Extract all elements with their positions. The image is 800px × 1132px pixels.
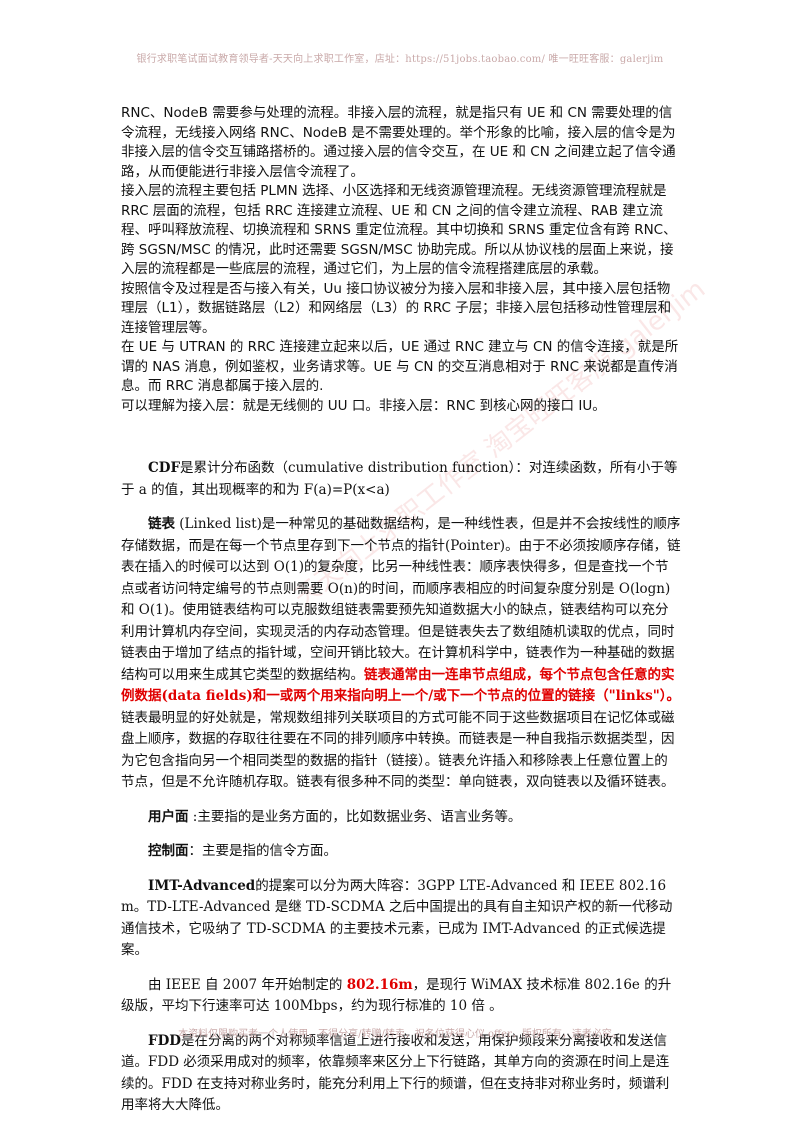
linked-list-highlight: 链表通常由一连串节点组成，每个节点包含任意的实例数据(data fields)和… — [121, 666, 680, 705]
linked-list-text-after: 链表最明显的好处就是，常规数组排列关联项目的方式可能不同于这些数据项目在记忆体或… — [121, 709, 675, 791]
ieee-paragraph: 由 IEEE 自 2007 年开始制定的 802.16m，是现行 WiMAX 技… — [121, 975, 681, 1018]
page-header: 银行求职笔试面试教育领导者-天天向上求职工作室，店址：https://51job… — [136, 54, 664, 65]
ieee-text-before: 由 IEEE 自 2007 年开始制定的 — [148, 976, 347, 993]
linked-list-term: 链表 — [148, 516, 175, 532]
paragraph: 在 UE 与 UTRAN 的 RRC 连接建立起来以后，UE 通过 RNC 建立… — [121, 339, 679, 394]
paragraph: 接入层的流程主要包括 PLMN 选择、小区选择和无线资源管理流程。无线资源管理流… — [121, 183, 677, 277]
user-plane-term: 用户面 — [148, 808, 189, 825]
ieee-highlight: 802.16m — [346, 976, 413, 993]
paragraph: 可以理解为接入层：就是无线侧的 UU 口。非接入层：RNC 到核心网的接口 IU… — [121, 397, 606, 414]
glossary-section: CDF是累计分布函数（cumulative distribution funct… — [121, 458, 681, 1117]
control-plane-paragraph: 控制面：主要是指的信令方面。 — [121, 841, 681, 863]
cdf-paragraph: CDF是累计分布函数（cumulative distribution funct… — [121, 458, 681, 501]
paragraph: 按照信令及过程是否与接入有关，Uu 接口协议被分为接入层和非接入层，其中接入层包… — [121, 280, 672, 336]
imt-text: 的提案可以分为两大阵容：3GPP LTE-Advanced 和 IEEE 802… — [121, 877, 673, 959]
control-plane-text: ：主要是指的信令方面。 — [188, 843, 338, 859]
page-footer: 本资料仅限购买者一个人使用，不得分享/转赠/转卖，祝各位获得心仪 offer，版… — [178, 1029, 622, 1040]
control-plane-term: 控制面 — [148, 843, 189, 859]
cdf-text: 是累计分布函数（cumulative distribution function… — [121, 460, 678, 498]
fdd-paragraph: FDD是在分离的两个对称频率信道上进行接收和发送，用保护频段来分离接收和发送信道… — [121, 1031, 681, 1117]
ieee-text-after: ，是现行 WiMAX 技术标准 802.16e 的升级版，平均下行速率可达 10… — [121, 976, 672, 1015]
access-layer-section: RNC、NodeB 需要参与处理的流程。非接入层的流程，就是指只有 UE 和 C… — [121, 104, 681, 416]
user-plane-paragraph: 用户面 :主要指的是业务方面的，比如数据业务、语言业务等。 — [121, 807, 681, 829]
linked-list-text-before: (Linked list)是一种常见的基础数据结构，是一种线性表，但是并不会按线… — [121, 516, 681, 683]
paragraph: RNC、NodeB 需要参与处理的流程。非接入层的流程，就是指只有 UE 和 C… — [121, 105, 676, 180]
linked-list-paragraph: 链表 (Linked list)是一种常见的基础数据结构，是一种线性表，但是并不… — [121, 514, 681, 794]
user-plane-text: :主要指的是业务方面的，比如数据业务、语言业务等。 — [188, 808, 522, 825]
fdd-term: FDD — [148, 1032, 181, 1049]
imt-term: IMT-Advanced — [148, 877, 256, 894]
imt-paragraph: IMT-Advanced的提案可以分为两大阵容：3GPP LTE-Advance… — [121, 876, 681, 962]
cdf-term: CDF — [148, 460, 181, 476]
fdd-text: 是在分离的两个对称频率信道上进行接收和发送，用保护频段来分离接收和发送信道。FD… — [121, 1032, 670, 1114]
document-body: RNC、NodeB 需要参与处理的流程。非接入层的流程，就是指只有 UE 和 C… — [121, 104, 681, 1117]
